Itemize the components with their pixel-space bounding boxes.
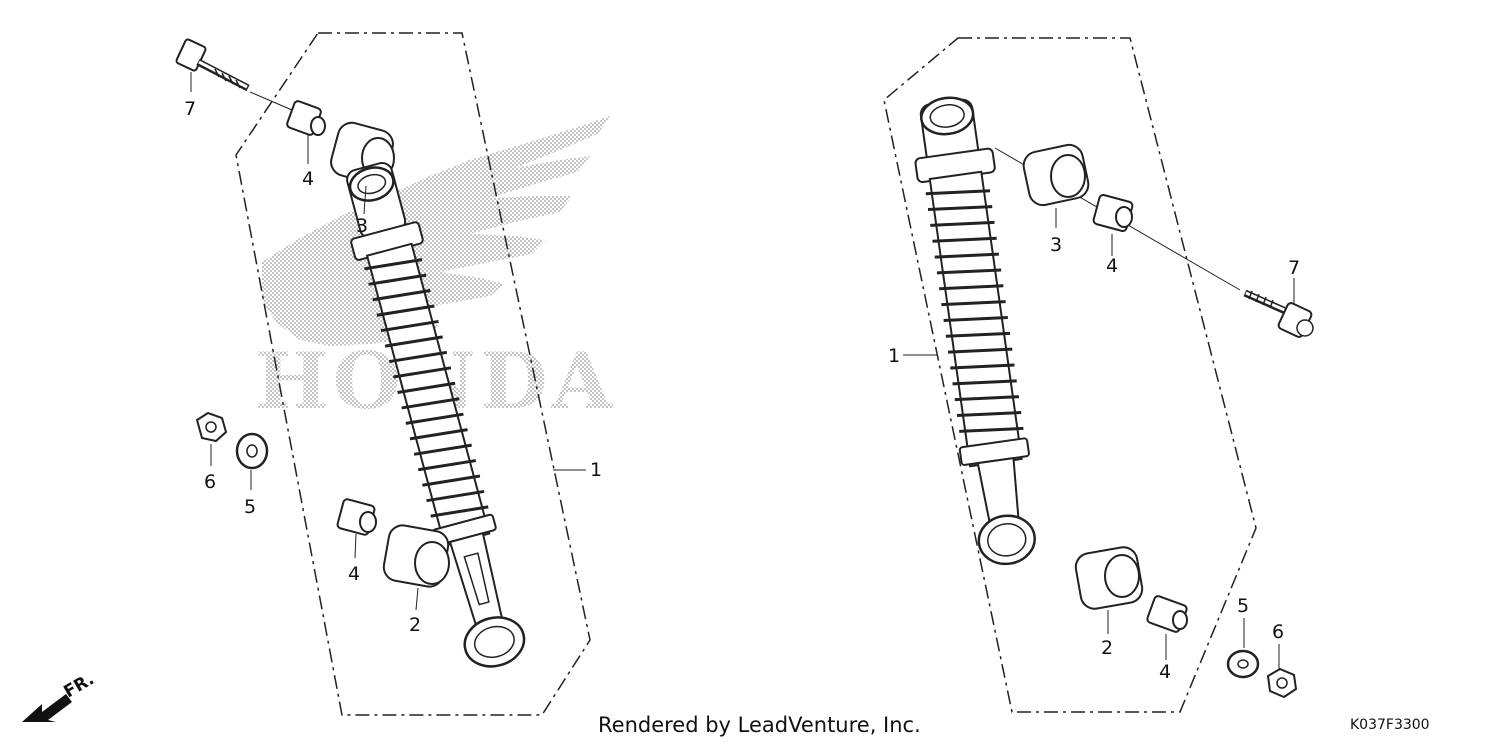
right-assembly: 1 3 4 7 5 6 2 4 bbox=[883, 37, 1314, 713]
front-arrow-icon bbox=[22, 694, 72, 722]
right-callout-6: 6 bbox=[1272, 621, 1284, 643]
right-callout-4-upper: 4 bbox=[1106, 255, 1118, 277]
right-assembly-outline bbox=[883, 37, 1257, 713]
right-callout-5: 5 bbox=[1237, 595, 1249, 617]
right-callout-2: 2 bbox=[1101, 637, 1113, 659]
left-callout-3: 3 bbox=[356, 215, 368, 237]
left-callout-7: 7 bbox=[184, 98, 196, 120]
front-direction-indicator: FR. bbox=[22, 669, 98, 722]
right-bushing-3 bbox=[1022, 143, 1090, 207]
left-axis-upper bbox=[249, 91, 293, 111]
right-shock-absorber bbox=[914, 96, 1036, 566]
right-bolt-7 bbox=[1243, 289, 1314, 338]
left-callout-4-upper: 4 bbox=[302, 168, 314, 190]
left-callout-1: 1 bbox=[590, 459, 602, 481]
left-nut-6 bbox=[195, 411, 228, 443]
left-assembly: 7 4 3 6 5 4 2 1 bbox=[175, 32, 602, 716]
left-washer-5 bbox=[235, 432, 269, 470]
left-callout-6: 6 bbox=[204, 471, 216, 493]
left-shock-absorber bbox=[346, 161, 526, 668]
right-callout-3: 3 bbox=[1050, 234, 1062, 256]
left-collar-4-lower bbox=[336, 498, 377, 536]
right-callout-1: 1 bbox=[888, 345, 900, 367]
left-bolt-7 bbox=[175, 38, 250, 92]
right-callout-4-lower: 4 bbox=[1159, 661, 1171, 683]
diagram-code: K037F3300 bbox=[1350, 717, 1430, 733]
left-callout-5: 5 bbox=[244, 496, 256, 518]
left-callout-4-lower: 4 bbox=[348, 563, 360, 585]
right-leader-lines bbox=[903, 208, 1295, 670]
left-leader-lines bbox=[190, 72, 586, 611]
right-bushing-2 bbox=[1074, 546, 1144, 610]
right-collar-4-lower bbox=[1146, 595, 1188, 633]
left-collar-4-upper bbox=[286, 100, 326, 136]
left-bushing-2 bbox=[382, 524, 450, 588]
render-credit: Rendered by LeadVenture, Inc. bbox=[598, 713, 921, 737]
right-callout-7: 7 bbox=[1288, 257, 1300, 279]
right-washer-5 bbox=[1226, 649, 1260, 679]
honda-wing-logo bbox=[262, 116, 610, 346]
left-assembly-outline bbox=[235, 32, 591, 716]
left-callout-2: 2 bbox=[409, 614, 421, 636]
right-nut-6 bbox=[1266, 667, 1298, 699]
right-collar-4-upper bbox=[1092, 194, 1134, 232]
